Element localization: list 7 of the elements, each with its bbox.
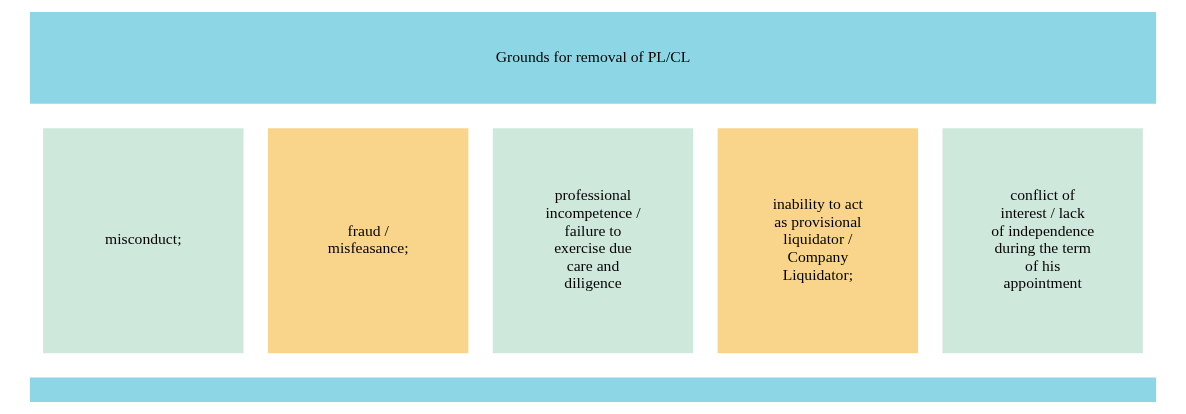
node-box: Grounds for removal of PL/CL [29,11,1157,104]
node-box: fraud / misfeasance; [267,128,469,354]
node-box: conflict of interest / lack of independence during the term of his appointment [942,128,1143,354]
node-box: professional incompetence / failure to exercise due care and diligence [492,128,694,354]
node-box: inability to act as provisional liquidator / Company Liquidator; [717,128,919,354]
node-box: misconduct; [43,128,244,354]
node-bar [29,377,1157,403]
